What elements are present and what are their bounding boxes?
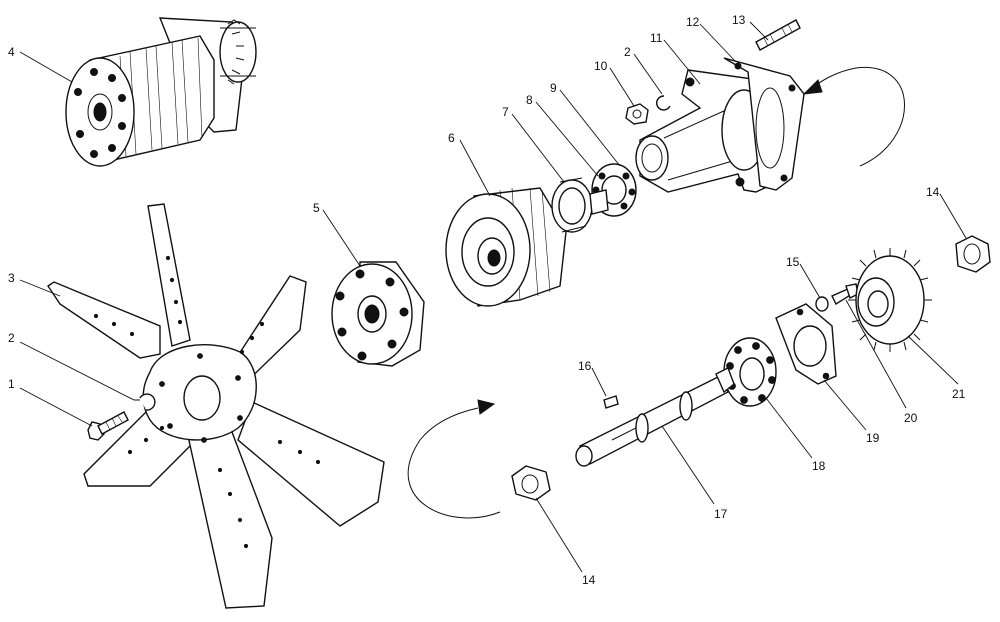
- callout-5: 5: [313, 201, 320, 215]
- callout-8: 8: [526, 93, 533, 107]
- callout-20: 20: [904, 411, 918, 425]
- callout-13: 13: [732, 13, 746, 27]
- callout-15: 15: [786, 255, 800, 269]
- part-4-assembled-drive: [65, 17, 257, 167]
- callout-labels: 4 3 2 1 5 6 7 8 9 10 2 11 12 13 14 15 16…: [8, 13, 966, 587]
- callout-11: 11: [650, 31, 663, 45]
- part-15-washer: [815, 296, 829, 312]
- part-6-pulley: [445, 187, 567, 307]
- callout-9: 9: [550, 81, 557, 95]
- part-16-key: [603, 395, 619, 409]
- part-21-gear: [848, 248, 932, 352]
- part-10-nut: [625, 103, 649, 125]
- callout-21: 21: [952, 387, 966, 401]
- part-19-flange: [775, 303, 837, 385]
- part-14-nut-bottom: [511, 465, 551, 501]
- leader-lines: [19, 21, 967, 573]
- part-5-hub: [331, 261, 425, 367]
- part-17-shaft: [575, 367, 735, 467]
- callout-4: 4: [8, 45, 15, 59]
- callout-16: 16: [578, 359, 592, 373]
- part-7-ring: [551, 177, 593, 233]
- assembly-arrow-upper: [802, 67, 905, 167]
- callout-6: 6: [448, 131, 455, 145]
- callout-10: 10: [594, 59, 608, 73]
- callout-1: 1: [8, 377, 15, 391]
- callout-12: 12: [686, 15, 700, 29]
- callout-3: 3: [8, 271, 15, 285]
- part-14-nut-right: [955, 235, 991, 273]
- callout-17: 17: [714, 507, 728, 521]
- part-12-gasket: [723, 57, 805, 191]
- assembly-arrow-lower: [407, 399, 501, 519]
- callout-7: 7: [502, 105, 509, 119]
- callout-14-bottom: 14: [582, 573, 596, 587]
- part-3-fan: [47, 203, 385, 609]
- part-2-lock-ring-upper: [656, 95, 671, 111]
- callout-18: 18: [812, 459, 826, 473]
- part-1-bolt: [87, 411, 129, 441]
- part-13-stud: [755, 19, 801, 51]
- callout-14-right: 14: [926, 185, 940, 199]
- callout-2-fan: 2: [8, 331, 15, 345]
- callout-19: 19: [866, 431, 880, 445]
- part-20-screw: [831, 283, 859, 306]
- callout-2-upper: 2: [624, 45, 631, 59]
- part-18-bearing: [723, 337, 777, 407]
- part-2-lock-washer: [134, 393, 156, 411]
- part-9-bearing: [589, 163, 637, 217]
